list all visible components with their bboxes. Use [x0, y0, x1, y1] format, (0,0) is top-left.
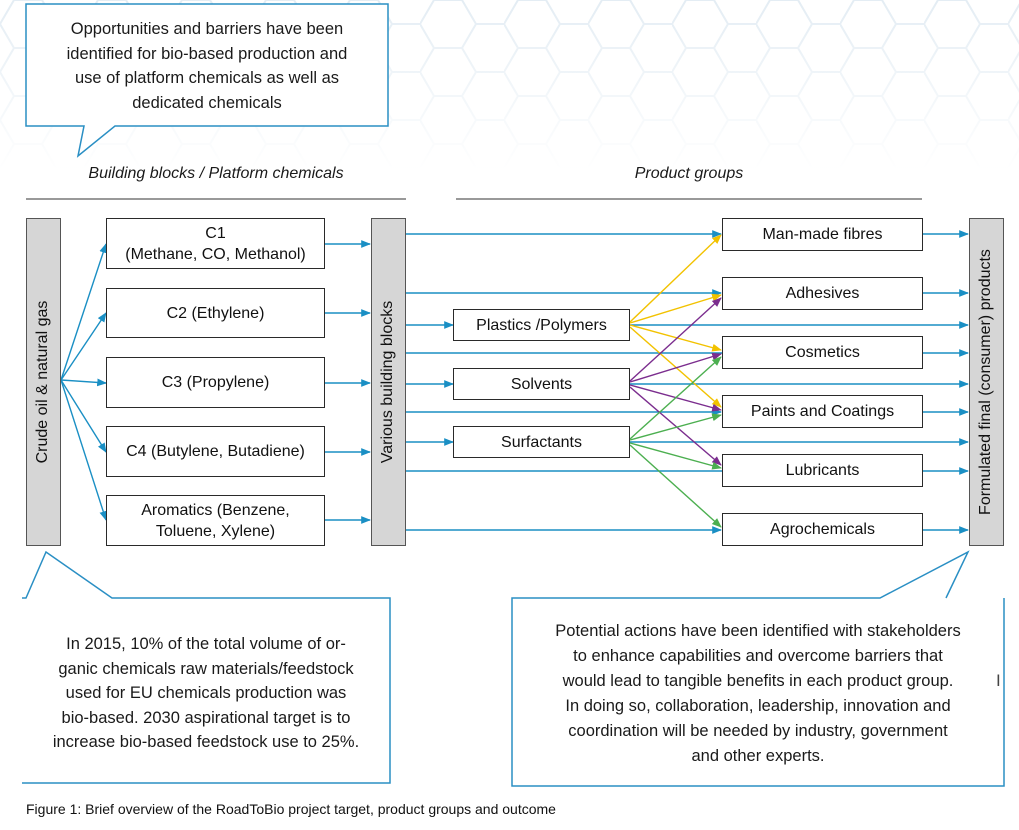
building-block-sublabel: Toluene, Xylene) — [155, 522, 276, 540]
figure-caption: Figure 1: Brief overview of the RoadToBi… — [26, 801, 556, 817]
bottom-left-callout-line: increase bio-based feedstock use to 25%. — [52, 733, 360, 751]
product-cosmetics: Cosmetics — [722, 336, 923, 369]
formulated-products-bar — [969, 218, 1004, 546]
top-callout-line: dedicated chemicals — [132, 93, 282, 112]
bottom-right-callout-line: Potential actions have been identified w… — [555, 622, 961, 640]
product-paints-coatings: Paints and Coatings — [722, 395, 923, 428]
building-block-label: C2 (Ethylene) — [166, 304, 265, 322]
building-block-label: Aromatics (Benzene, — [141, 501, 290, 519]
top-callout-text: Opportunities and barriers have been ide… — [30, 17, 384, 115]
various-outflow-arrows — [406, 230, 969, 534]
top-callout-line: identified for bio-based production and — [66, 44, 348, 63]
building-block-sublabel: (Methane, CO, Methanol) — [125, 245, 306, 263]
text-cursor-icon: I — [996, 671, 1001, 690]
product-groups-header: Product groups — [634, 165, 744, 182]
building-block-c4: C4 (Butylene, Butadiene) — [106, 426, 325, 477]
bottom-left-callout-line: bio-based. 2030 aspirational target is t… — [61, 708, 351, 727]
crude-oil-label: Crude oil & natural gas — [34, 300, 51, 464]
building-block-c1: C1 (Methane, CO, Methanol) — [106, 218, 325, 269]
bottom-right-callout-bubble — [511, 550, 1005, 787]
top-callout-line: use of platform chemicals as well as — [74, 69, 340, 87]
bottom-right-callout-line: and other experts. — [691, 747, 825, 765]
bottom-right-callout-line: In doing so, collaboration, leadership, … — [565, 697, 951, 715]
building-block-aromatics: Aromatics (Benzene, Toluene, Xylene) — [106, 495, 325, 546]
various-building-blocks-bar — [371, 218, 406, 546]
crude-fan-arrows — [60, 243, 108, 521]
product-to-formulated-arrows — [923, 230, 969, 534]
solvents-arrows — [629, 297, 722, 466]
product-agrochemicals: Agrochemicals — [722, 513, 923, 546]
intermediate-plastics: Plastics /Polymers — [453, 309, 630, 341]
bottom-right-callout-text: Potential actions have been identified w… — [514, 619, 1002, 769]
top-callout-line: Opportunities and barriers have been — [70, 20, 344, 38]
bottom-left-callout-line: used for EU chemicals production was — [65, 684, 347, 702]
plastics-arrows — [629, 234, 722, 408]
surfactants-arrows — [629, 356, 722, 528]
product-adhesives: Adhesives — [722, 277, 923, 310]
bottom-left-callout-text: In 2015, 10% of the total volume of or- … — [24, 632, 388, 755]
bottom-left-callout-line: ganic chemicals raw materials/feedstock — [58, 659, 354, 678]
various-building-blocks-label: Various building blocks — [379, 300, 396, 464]
building-block-c2: C2 (Ethylene) — [106, 288, 325, 338]
building-block-label: C3 (Propylene) — [161, 374, 270, 391]
top-callout-bubble — [25, 3, 389, 158]
building-blocks-header: Building blocks / Platform chemicals — [88, 165, 344, 182]
building-block-label: C1 — [205, 224, 226, 242]
building-block-c3: C3 (Propylene) — [106, 357, 325, 408]
product-man-made-fibres: Man-made fibres — [722, 218, 923, 251]
bottom-left-callout-line: In 2015, 10% of the total volume of or- — [66, 635, 346, 653]
crude-oil-bar — [26, 218, 61, 546]
building-block-label: C4 (Butylene, Butadiene) — [126, 443, 305, 460]
bottom-right-callout-line: to enhance capabilities and overcome bar… — [573, 647, 943, 665]
product-lubricants: Lubricants — [722, 454, 923, 487]
intermediate-solvents: Solvents — [453, 368, 630, 400]
block-to-various-arrows — [325, 240, 371, 524]
bottom-right-callout-line: would lead to tangible benefits in each … — [562, 672, 954, 690]
intermediate-to-formulated-arrows — [630, 321, 969, 446]
formulated-products-label: Formulated final (consumer) products — [977, 249, 994, 515]
intermediate-surfactants: Surfactants — [453, 426, 630, 458]
bottom-left-callout-bubble — [22, 550, 391, 784]
bottom-right-callout-line: coordination will be needed by industry,… — [568, 722, 948, 740]
